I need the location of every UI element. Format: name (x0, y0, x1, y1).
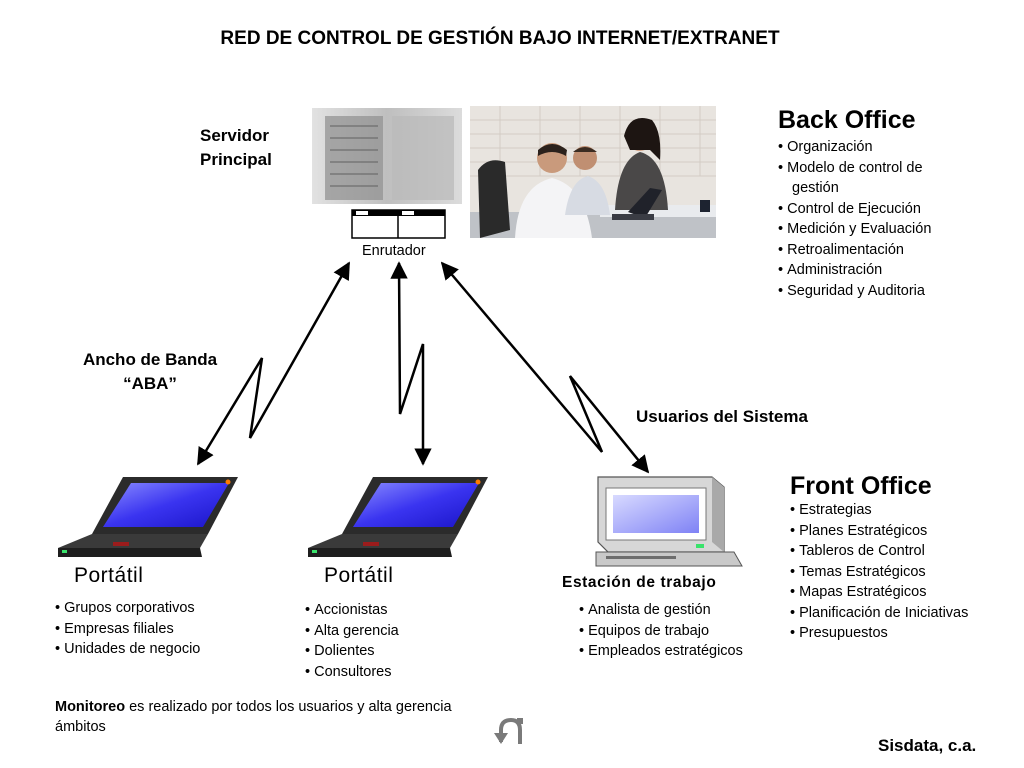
monitoring-text: es realizado por todos los usuarios y al… (125, 699, 452, 715)
front-office-item: Planes Estratégicos (790, 521, 968, 542)
list-item: Empleados estratégicos (579, 641, 743, 662)
server-label-line2: Principal (200, 150, 272, 169)
back-office-item: Administración (778, 260, 931, 281)
router-label: Enrutador (362, 243, 426, 259)
monitoring-note: Monitoreo es realizado por todos los usu… (55, 697, 535, 737)
arrow-left-link (196, 261, 351, 466)
list-item: Analista de gestión (579, 600, 743, 621)
front-office-item: Presupuestos (790, 623, 968, 644)
list-item: Grupos corporativos (55, 598, 200, 619)
front-office-item: Tableros de Control (790, 541, 968, 562)
list-item: Consultores (305, 662, 399, 683)
workstation-label: Estación de trabajo (562, 574, 717, 591)
back-office-item: Medición y Evaluación (778, 219, 931, 240)
back-office-item: Control de Ejecución (778, 199, 931, 220)
return-icon[interactable] (494, 717, 523, 744)
back-office-item: Organización (778, 137, 931, 158)
server-icon (312, 108, 462, 204)
bandwidth-label-line2: “ABA” (123, 374, 177, 393)
bandwidth-label-line1: Ancho de Banda (82, 350, 218, 369)
back-office-heading: Back Office (778, 106, 916, 134)
server-label: Servidor Principal (200, 124, 272, 172)
back-office-item: Seguridad y Auditoria (778, 281, 931, 302)
list-item: Equipos de trabajo (579, 621, 743, 642)
laptop-icon-2 (308, 477, 488, 557)
connection-arrows (196, 261, 650, 474)
list-item: Empresas filiales (55, 619, 200, 640)
list-item: Dolientes (305, 641, 399, 662)
monitoring-note-line1: Monitoreo es realizado por todos los usu… (55, 697, 535, 717)
company-footer: Sisdata, c.a. (878, 736, 977, 755)
workstation-users-list: Analista de gestión Equipos de trabajo E… (579, 600, 743, 662)
back-office-item: Modelo de control de (778, 158, 931, 179)
front-office-item: Estrategias (790, 500, 968, 521)
monitoring-note-line2: ámbitos (55, 719, 106, 735)
router-icon (351, 209, 446, 239)
laptop-1-users-list: Grupos corporativos Empresas filiales Un… (55, 598, 200, 660)
server-label-line1: Servidor (200, 126, 269, 145)
page-title: RED DE CONTROL DE GESTIÓN BAJO INTERNET/… (220, 28, 780, 49)
laptop-2-label: Portátil (324, 564, 394, 587)
arrow-middle-link (390, 261, 432, 466)
front-office-heading: Front Office (790, 472, 932, 500)
front-office-list: Estrategias Planes Estratégicos Tableros… (790, 500, 968, 644)
arrow-right-link (440, 261, 650, 474)
laptop-icon-1 (58, 477, 238, 557)
front-office-item: Mapas Estratégicos (790, 582, 968, 603)
laptop-1-label: Portátil (74, 564, 144, 587)
monitoring-keyword: Monitoreo (55, 699, 126, 715)
workstation-icon (595, 476, 743, 567)
laptop-2-users-list: Accionistas Alta gerencia Dolientes Cons… (305, 600, 399, 682)
front-office-item: Planificación de Iniciativas (790, 603, 968, 624)
users-label: Usuarios del Sistema (636, 407, 808, 426)
back-office-panel: Back Office Organización Modelo de contr… (778, 106, 931, 301)
front-office-item: Temas Estratégicos (790, 562, 968, 583)
list-item: Accionistas (305, 600, 399, 621)
back-office-item-continued: gestión (792, 180, 839, 196)
office-photo (470, 106, 716, 238)
back-office-list: Organización Modelo de control de gestió… (778, 137, 931, 301)
back-office-item: Retroalimentación (778, 240, 931, 261)
list-item: Alta gerencia (305, 621, 399, 642)
front-office-panel: Front Office Estrategias Planes Estratég… (790, 472, 968, 644)
list-item: Unidades de negocio (55, 639, 200, 660)
bandwidth-label: Ancho de Banda “ABA” (70, 348, 230, 396)
